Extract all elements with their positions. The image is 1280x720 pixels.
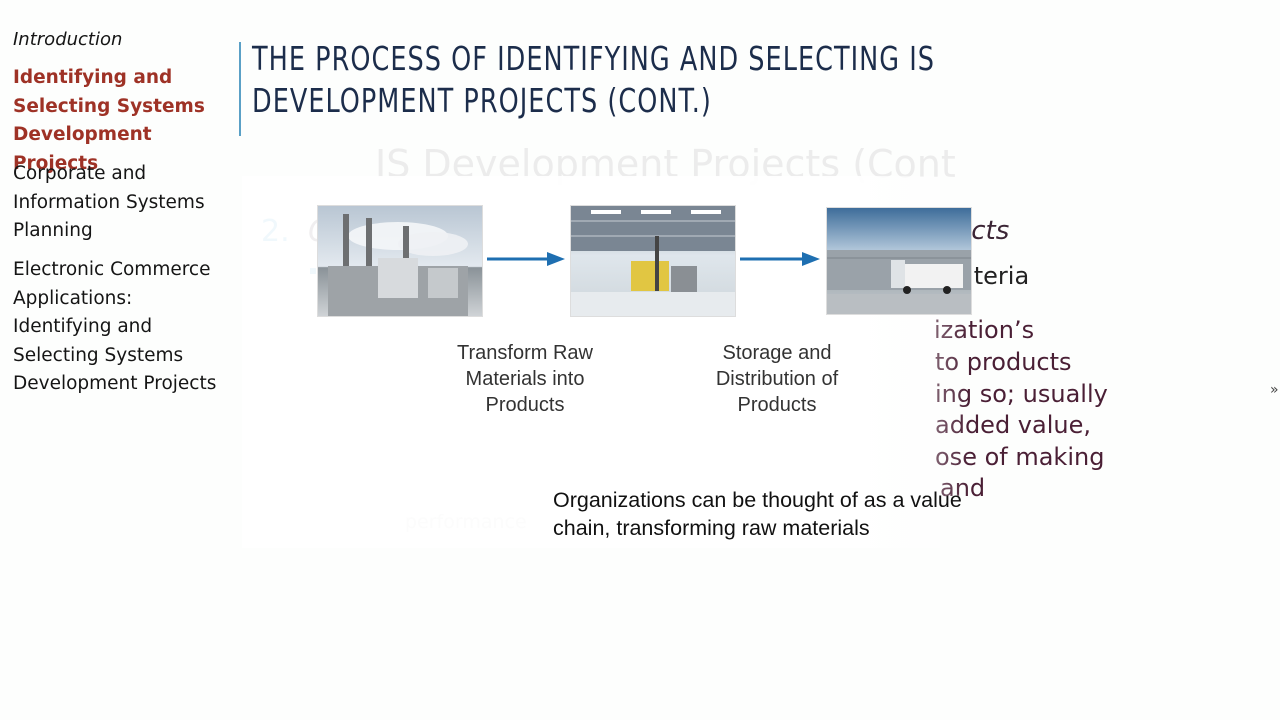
slide-title: THE PROCESS OF IDENTIFYING AND SELECTING…: [252, 39, 936, 120]
truck-distribution-image: [826, 207, 972, 315]
nav-ecommerce[interactable]: Electronic Commerce Applications: Identi…: [13, 256, 223, 399]
video-subtitle: Organizations can be thought of as a val…: [553, 488, 962, 540]
nav-label: Corporate and Information Systems Planni…: [13, 163, 205, 241]
arrow-right-icon: [487, 252, 565, 266]
nav-identifying-selecting[interactable]: Identifying and Selecting Systems Develo…: [13, 64, 233, 178]
caption-storage: Storage and Distribution of Products: [715, 342, 839, 416]
sidebar-nav: Introduction Identifying and Selecting S…: [0, 0, 236, 720]
chevron-right-icon[interactable]: »: [1270, 382, 1279, 398]
nav-introduction[interactable]: Introduction: [13, 29, 123, 50]
caption-transform: Transform Raw Materials into Products: [457, 342, 593, 416]
arrow-right-icon: [740, 252, 820, 266]
factory-illustration: [328, 214, 468, 316]
truck-illustration: [827, 250, 971, 314]
nav-label: Electronic Commerce Applications: Identi…: [13, 259, 217, 394]
warehouse-image: [570, 205, 736, 317]
warehouse-illustration: [571, 206, 735, 316]
nav-label: Identifying and Selecting Systems Develo…: [13, 67, 205, 174]
factory-image: [317, 205, 483, 317]
title-divider: [239, 42, 241, 136]
nav-corporate-planning[interactable]: Corporate and Information Systems Planni…: [13, 160, 213, 246]
